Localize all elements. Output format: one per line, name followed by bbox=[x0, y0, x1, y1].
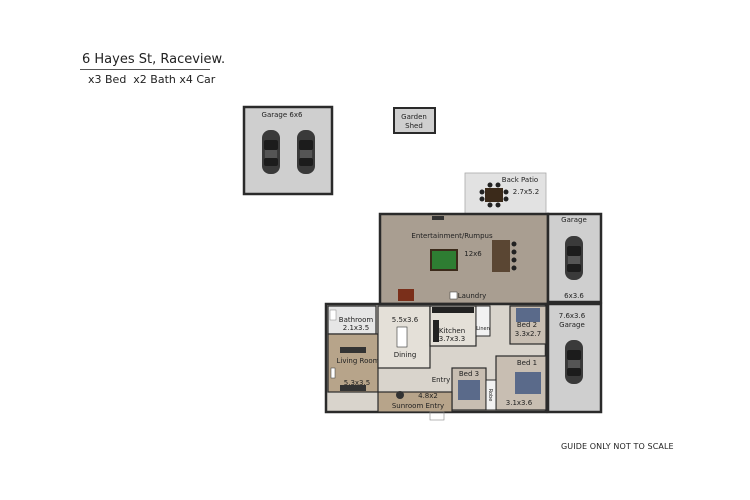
garage-side-bottom-label: Garage bbox=[559, 321, 585, 329]
bed2-size: 3.3x2.7 bbox=[515, 330, 541, 338]
back-patio-size: 2.7x5.2 bbox=[513, 188, 539, 196]
title-underline bbox=[80, 69, 210, 70]
sofa-icon bbox=[340, 347, 366, 353]
car-icon bbox=[262, 130, 280, 174]
back-patio-label: Back Patio bbox=[502, 176, 538, 184]
sunroom-label: Sunroom Entry bbox=[392, 402, 444, 410]
back-patio: Back Patio 2.7x5.2 bbox=[464, 172, 547, 215]
entry-label: Entry bbox=[432, 376, 451, 384]
dining-table-icon bbox=[396, 326, 408, 348]
table-icon bbox=[396, 391, 404, 399]
detached-garage: Garage 6x6 bbox=[242, 105, 334, 196]
laundry-label: Laundry bbox=[458, 292, 487, 300]
entertainment-label: Entertainment/Rumpus bbox=[411, 232, 493, 240]
bed-icon bbox=[515, 372, 541, 394]
bed-icon bbox=[516, 308, 540, 322]
pool-table-icon bbox=[430, 249, 458, 271]
bed3-label: Bed 3 bbox=[459, 370, 479, 378]
car-icon bbox=[565, 340, 583, 384]
car-icon bbox=[297, 130, 315, 174]
bed-icon bbox=[458, 380, 480, 400]
dining-size: 5.5x3.6 bbox=[392, 316, 419, 324]
entertainment-room: Entertainment/Rumpus 12x6 Laundry bbox=[378, 212, 550, 306]
garage-side-bottom-size: 7.6x3.6 bbox=[559, 312, 586, 320]
entry-steps bbox=[429, 411, 445, 421]
kitchen-size: 3.7x3.3 bbox=[439, 335, 465, 343]
robe-label: Robe bbox=[487, 389, 493, 402]
bathroom-size: 2.1x3.5 bbox=[343, 324, 369, 332]
bed2-label: Bed 2 bbox=[517, 321, 537, 329]
car-icon bbox=[565, 236, 583, 280]
sunroom-size: 4.8x2 bbox=[418, 392, 438, 400]
bathroom-label: Bathroom bbox=[339, 316, 374, 324]
dining-label: Dining bbox=[394, 351, 417, 359]
bed1-label: Bed 1 bbox=[517, 359, 537, 367]
scale-disclaimer: GUIDE ONLY NOT TO SCALE bbox=[561, 442, 674, 451]
entertainment-size: 12x6 bbox=[464, 250, 482, 258]
kitchen-bench-icon bbox=[432, 307, 474, 313]
outdoor-table-icon bbox=[485, 188, 503, 202]
side-garage-top: Garage 6x3.6 bbox=[546, 212, 603, 304]
fireplace-icon bbox=[398, 289, 414, 301]
garage-side-top-label: Garage bbox=[561, 216, 587, 224]
garden-shed: Garden Shed bbox=[393, 107, 436, 134]
garage-main-label: Garage 6x6 bbox=[262, 111, 303, 119]
garage-side-top-size: 6x3.6 bbox=[564, 292, 584, 300]
garden-shed-label: Shed bbox=[405, 122, 423, 130]
garden-shed-label: Garden bbox=[401, 113, 427, 121]
kitchen-label: Kitchen bbox=[439, 327, 465, 335]
living-room-label: Living Room bbox=[337, 357, 380, 365]
linen-label: Linen bbox=[476, 326, 490, 332]
bed1-size: 3.1x3.6 bbox=[506, 399, 533, 407]
side-garage-bottom: 7.6x3.6 Garage bbox=[546, 302, 603, 414]
property-summary: x3 Bed x2 Bath x4 Car bbox=[88, 73, 216, 86]
main-house: Bathroom 2.1x3.5 Living Room 5.3x3.5 5.5… bbox=[324, 302, 548, 421]
bar-icon bbox=[492, 240, 510, 272]
property-address: 6 Hayes St, Raceview. bbox=[82, 52, 226, 67]
sofa-icon bbox=[340, 385, 366, 391]
living-room-size: 5.3x3.5 bbox=[344, 379, 370, 387]
